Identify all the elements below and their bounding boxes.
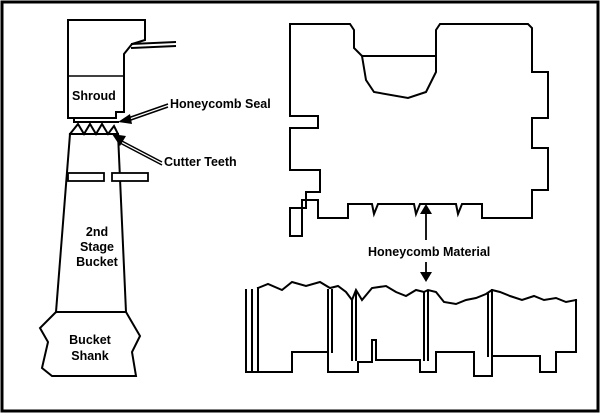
shroud-shape (67, 19, 177, 119)
bucket-label-line1: 2nd (86, 225, 108, 239)
seal-cross-section (289, 23, 549, 237)
honeycomb-seal-shape (67, 117, 119, 123)
bucket-airfoil (54, 132, 149, 314)
bucket-label-line3: Bucket (76, 255, 119, 269)
cutter-teeth-label: Cutter Teeth (164, 155, 237, 169)
bucket-label-line2: Stage (80, 240, 114, 254)
honeycomb-seal-label: Honeycomb Seal (170, 97, 271, 111)
shroud-label: Shroud (72, 89, 116, 103)
honeycomb-material-label: Honeycomb Material (368, 245, 490, 259)
cutter-teeth-arrow (112, 134, 163, 166)
honeycomb-material-up-arrow (420, 204, 432, 240)
cutter-teeth-shape (68, 122, 120, 136)
bucket-shank-shape (38, 311, 142, 377)
honeycomb-material-down-arrow (420, 262, 432, 282)
honeycomb-seal-arrow (118, 103, 169, 124)
bucket-shank-label-line1: Bucket (69, 333, 112, 347)
bucket-shank-label-line2: Shank (71, 349, 109, 363)
honeycomb-detail (245, 280, 578, 377)
